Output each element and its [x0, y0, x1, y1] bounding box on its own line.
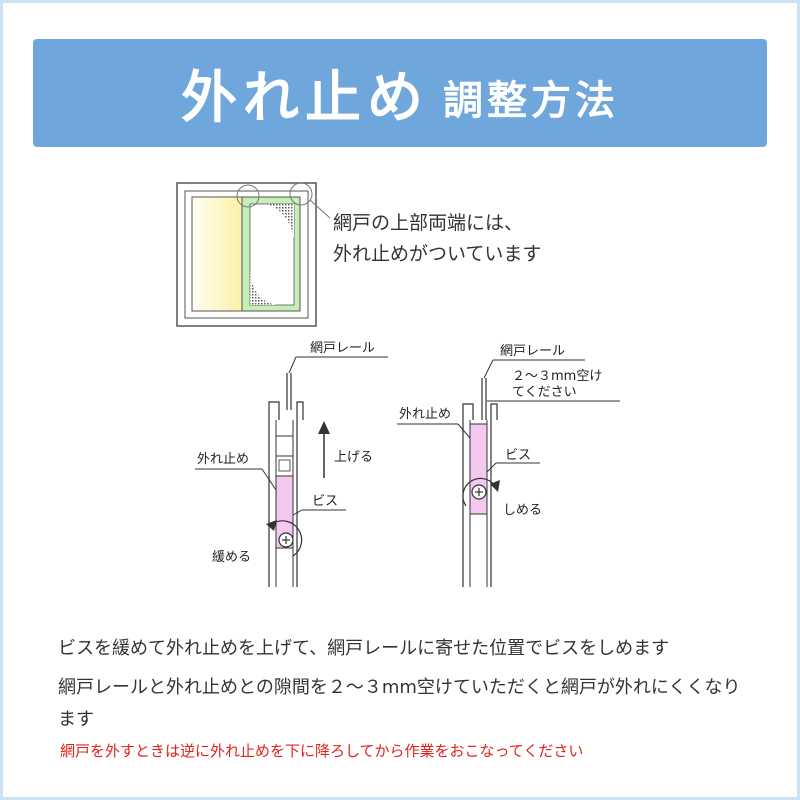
left-screw-label: ビス — [312, 494, 338, 509]
note-line2: 外れ止めがついています — [333, 243, 542, 265]
title-banner: 外れ止め 調整方法 — [33, 39, 767, 147]
title-main: 外れ止め — [181, 65, 429, 131]
left-stopper — [275, 475, 294, 549]
tighten-arrow-icon — [490, 480, 500, 492]
window-illustration — [176, 182, 331, 327]
right-stopper — [469, 423, 488, 515]
left-stopper-label: 外れ止め — [197, 452, 249, 467]
raise-label: 上げる — [334, 450, 373, 465]
right-section-diagram: 網戸レール ２～３mm空け てください 外れ止め ビス しめる — [397, 344, 620, 587]
gap-label-line1: ２～３mm空け — [512, 369, 602, 384]
gap-label-line2: てください — [512, 385, 577, 400]
stopper-highlight-left — [236, 184, 260, 208]
left-rail-label: 網戸レール — [310, 341, 375, 356]
right-screw-label: ビス — [505, 448, 531, 463]
description-line1: ビスを緩めて外れ止めを上げて、網戸レールに寄せた位置でビスをしめます — [58, 638, 670, 659]
title-sub: 調整方法 — [443, 78, 619, 124]
warning-text: 網戸を外すときは逆に外れ止めを下に降ろしてから作業をおこなってください — [60, 742, 584, 760]
right-stopper-label: 外れ止め — [399, 407, 451, 422]
stopper-highlight-right — [289, 182, 313, 206]
note-line1: 網戸の上部両端には、 — [333, 212, 524, 234]
description-line2: 網戸レールと外れ止めとの隙間を２～３mm空けていただくと網戸が外れにくくなります — [58, 677, 741, 730]
right-rail-label: 網戸レール — [500, 344, 565, 359]
tighten-label: しめる — [503, 503, 542, 518]
up-arrow-icon — [318, 421, 330, 434]
loosen-label: 緩める — [212, 550, 251, 565]
stopper-note: 網戸の上部両端には、 外れ止めがついています — [333, 208, 541, 270]
loosen-arrow-icon — [266, 520, 277, 531]
left-section-diagram: 網戸レール 外れ止め 上げる ビス 緩める — [195, 341, 388, 587]
